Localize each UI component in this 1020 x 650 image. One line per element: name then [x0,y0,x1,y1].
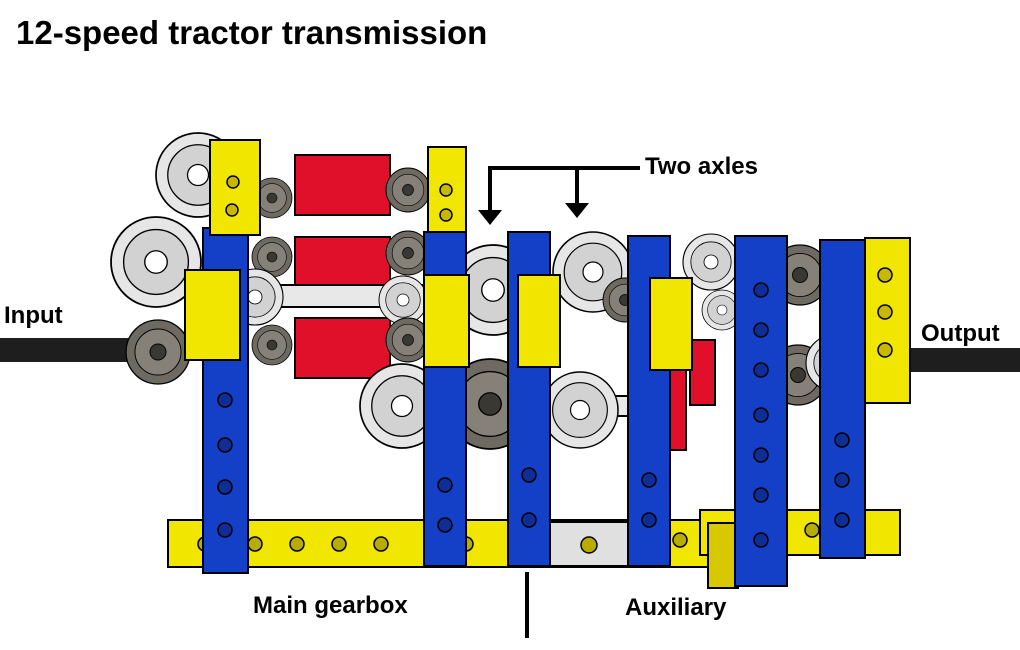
main-gearbox-label: Main gearbox [253,592,408,619]
red-connector [294,317,391,379]
shift-fork [423,274,470,368]
auxiliary-label: Auxiliary [625,594,727,621]
shift-fork [517,274,561,368]
yellow-beam-tilted [864,237,911,404]
blue-beam-holes [217,282,850,548]
two-axles-callout [478,166,640,225]
blue-beam [819,239,866,559]
output-axle [895,348,1020,372]
gear-light [541,371,619,449]
diagram-title: 12-speed tractor transmission [16,14,488,51]
red-connector [294,154,391,216]
red-block [689,339,716,406]
two-axles-label: Two axles [645,153,758,180]
input-label: Input [4,302,63,329]
shift-fork [184,269,241,361]
gear-dark [125,319,191,385]
gear-dark [385,167,431,213]
gear-light [378,275,428,325]
base-block-yellow [707,522,739,589]
output-label: Output [921,320,1000,347]
shift-fork [649,277,693,371]
red-connector [294,236,391,286]
gear-dark [251,324,293,366]
yellow-part-holes [225,175,893,358]
